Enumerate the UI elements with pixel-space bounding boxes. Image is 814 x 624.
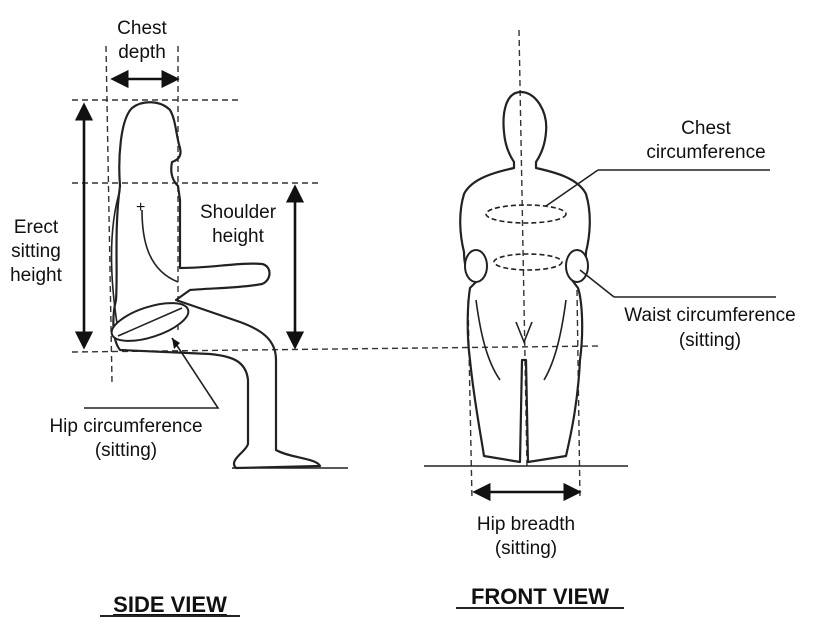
erect-sitting-height-label-line2: sitting [11, 241, 61, 262]
chest-circumference-label-line1: Chest [681, 118, 731, 139]
hip-circumference-label-line1: Hip circumference [49, 416, 202, 437]
side-figure-arm-contour [142, 210, 178, 282]
waist-circumference-label-line1: Waist circumference [624, 305, 795, 326]
chest-circumference-label-line2: circumference [646, 142, 765, 163]
hip-circumference-label-line2: (sitting) [95, 440, 157, 461]
front-view-title: FRONT VIEW [471, 584, 609, 609]
chest-depth-label-line2: depth [118, 42, 166, 63]
hip-circumference-leader [84, 338, 218, 408]
waist-leader-diagonal [580, 270, 614, 297]
hip-breadth-label-line2: (sitting) [495, 538, 557, 559]
erect-sitting-height-label-line1: Erect [14, 217, 59, 238]
chest-circumference-ellipse [486, 205, 566, 223]
chest-depth-label-line1: Chest [117, 18, 167, 39]
erect-sitting-height-label-line3: height [10, 265, 62, 286]
side-figure-outline [113, 102, 320, 468]
side-view-title: SIDE VIEW [113, 592, 227, 617]
waist-circumference-label-line2: (sitting) [679, 330, 741, 351]
shoulder-height-label-line1: Shoulder [200, 202, 277, 223]
waist-circumference-ellipse [494, 254, 562, 270]
front-view [424, 30, 776, 500]
shoulder-height-label-line2: height [212, 226, 264, 247]
right-hand [566, 250, 588, 282]
hip-breadth-label-line1: Hip breadth [477, 514, 575, 535]
shoulder-landmark-mark: + [136, 199, 145, 216]
chest-leader-diagonal [546, 170, 598, 206]
left-hand [465, 250, 487, 282]
